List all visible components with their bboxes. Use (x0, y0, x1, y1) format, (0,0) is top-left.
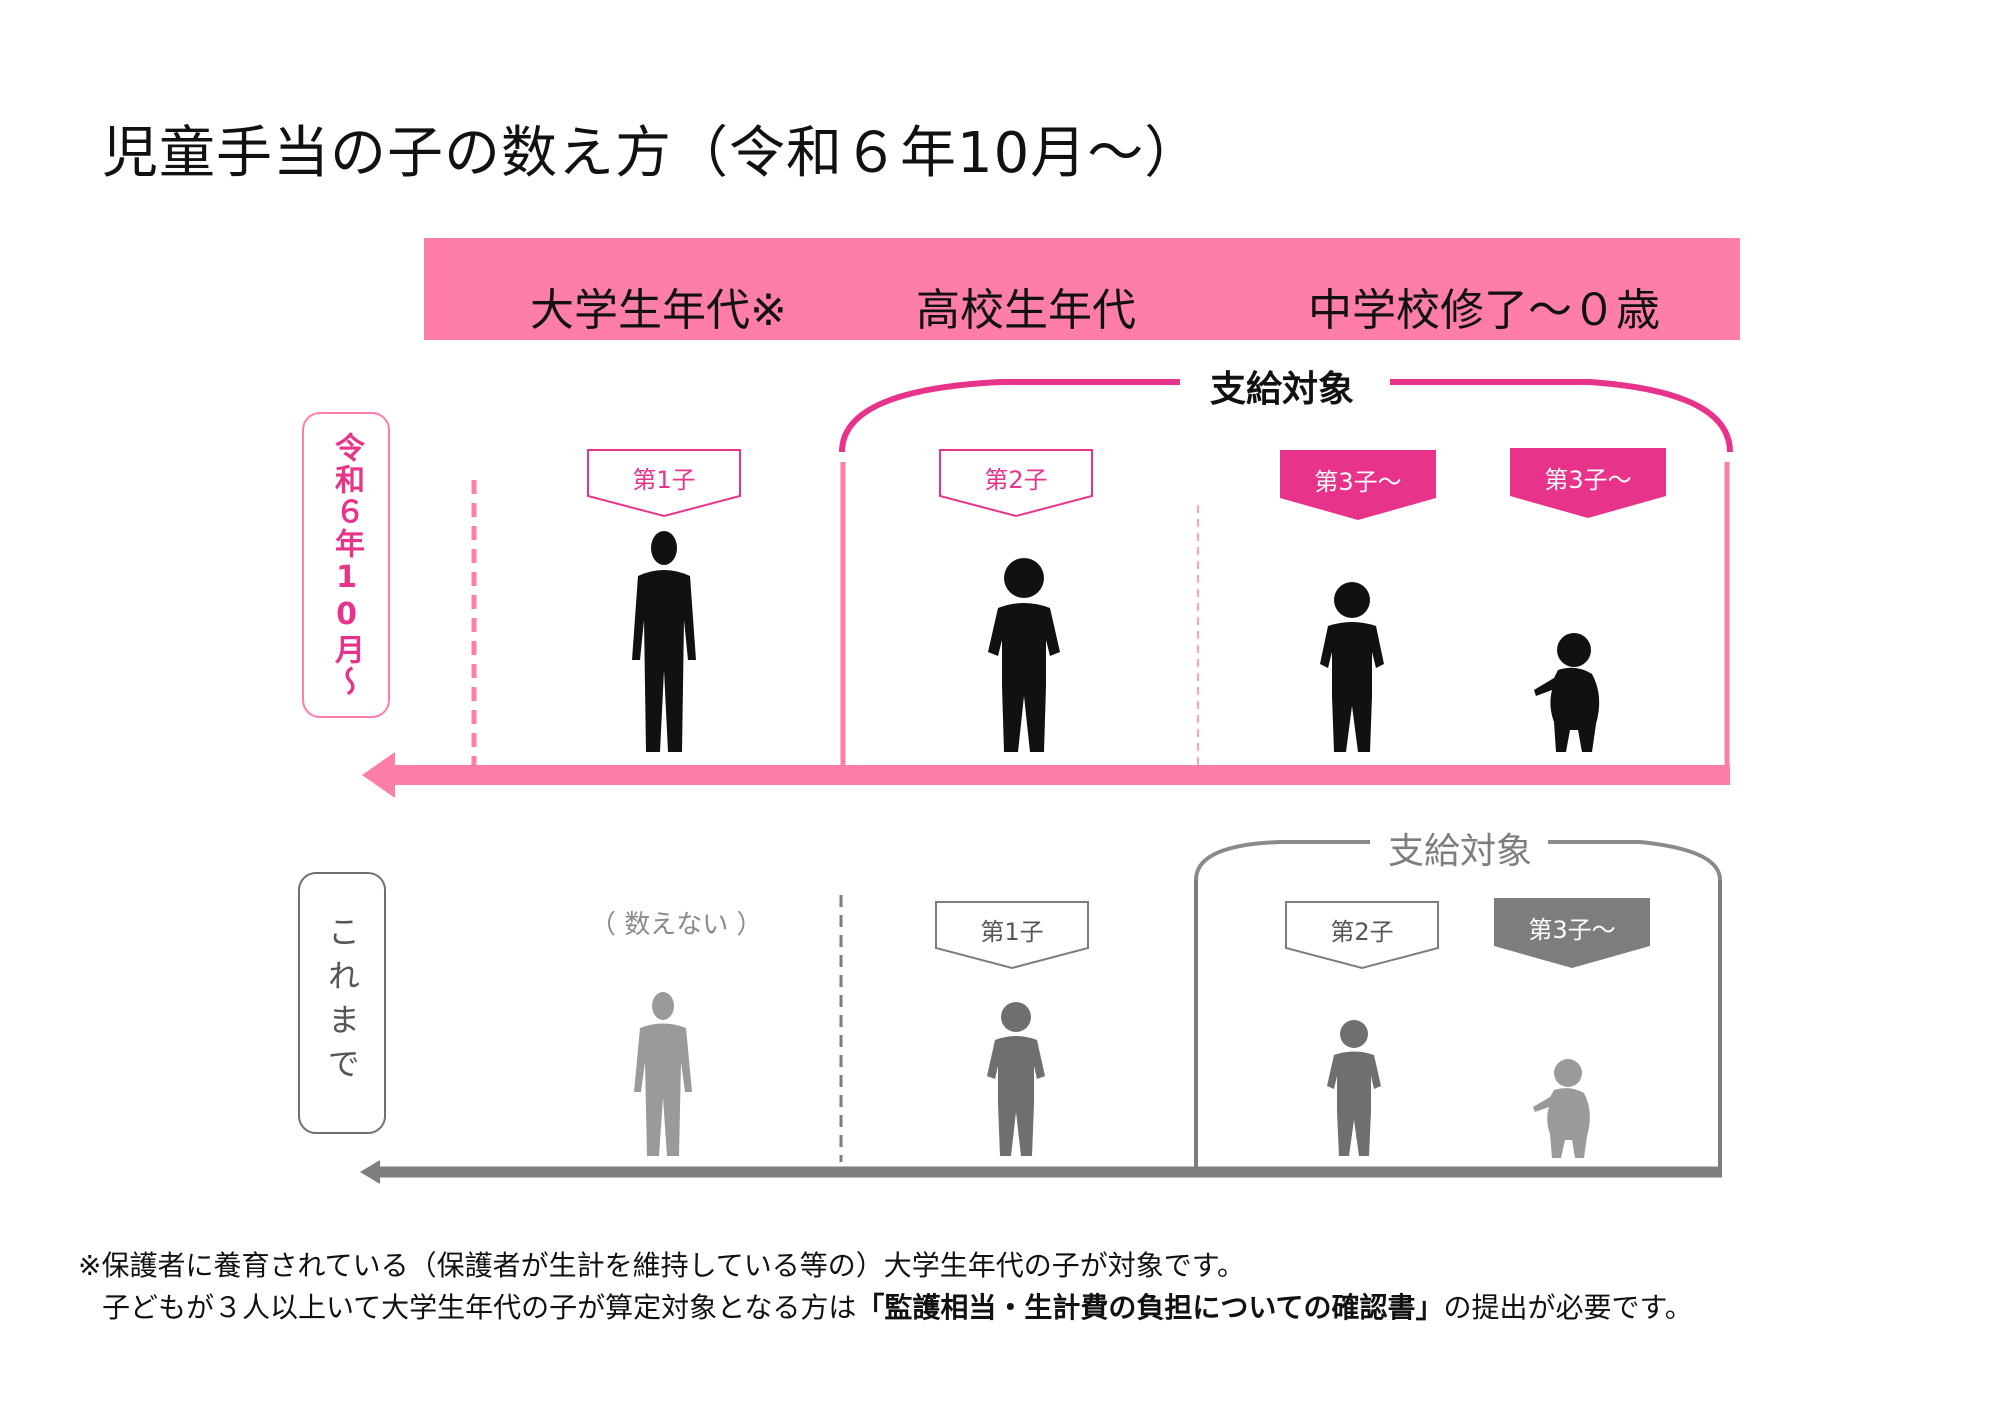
side-label-new-text: 令和６年10月〜 (329, 432, 364, 698)
header-high-school-age: 高校生年代 (916, 285, 1136, 336)
old-bracket-right (1548, 840, 1722, 881)
old-eligible-label: 支給対象 (1378, 822, 1543, 874)
new-eligible-label: 支給対象 (1200, 360, 1365, 412)
not-counted-label: （ 数えない ） (590, 910, 763, 940)
old-timeline-arrow-head (360, 1160, 380, 1184)
child-gray-silhouette-icon (1327, 1020, 1381, 1156)
new-bracket-right (1390, 379, 1733, 453)
old-tag-third-child: 第3子〜 (1494, 898, 1650, 968)
old-tag-second-child: 第2子 (1284, 900, 1440, 970)
new-timeline-arrow-head (362, 752, 395, 798)
toddler-silhouette-icon (1534, 633, 1600, 752)
adult-gray-silhouette-icon (634, 992, 692, 1156)
old-tag-first-child: 第1子 (934, 900, 1090, 970)
footnote-line-1: ※保護者に養育されている（保護者が生計を維持している等の）大学生年代の子が対象で… (78, 1249, 1245, 1282)
new-tag-first-child: 第1子 (586, 448, 742, 518)
header-junior-high-to-zero: 中学校修了～０歳 (1308, 285, 1660, 336)
side-label-old-text: これまで (323, 915, 361, 1091)
footnote-line-2: 子どもが３人以上いて大学生年代の子が算定対象となる方は「監護相当・生計費の負担に… (102, 1286, 1693, 1326)
age-header-bar (424, 238, 1740, 340)
page-title: 児童手当の子の数え方（令和６年10月〜） (102, 121, 1202, 186)
new-bracket-left (839, 379, 1180, 453)
footnote-line-2-prefix: 子どもが３人以上いて大学生年代の子が算定対象となる方は (102, 1291, 857, 1324)
highschool-child-silhouette-icon (988, 558, 1060, 752)
toddler-gray-silhouette-icon (1533, 1059, 1590, 1158)
new-tag-third-child-b: 第3子〜 (1510, 448, 1666, 518)
highschool-gray-silhouette-icon (987, 1002, 1045, 1156)
header-university-age: 大学生年代※ (530, 285, 787, 336)
footnote-line-2-suffix: の提出が必要です。 (1443, 1291, 1693, 1324)
new-tag-second-child: 第2子 (938, 448, 1094, 518)
side-label-new: 令和６年10月〜 (302, 412, 390, 718)
side-label-old: これまで (298, 872, 386, 1134)
new-tag-third-child-a: 第3子〜 (1280, 450, 1436, 520)
old-bracket-left (1194, 840, 1370, 881)
footnote-confirmation-document: 「監護相当・生計費の負担についての確認書」 (856, 1291, 1444, 1324)
child-silhouette-icon (1320, 582, 1384, 752)
adult-silhouette-icon (632, 531, 696, 752)
